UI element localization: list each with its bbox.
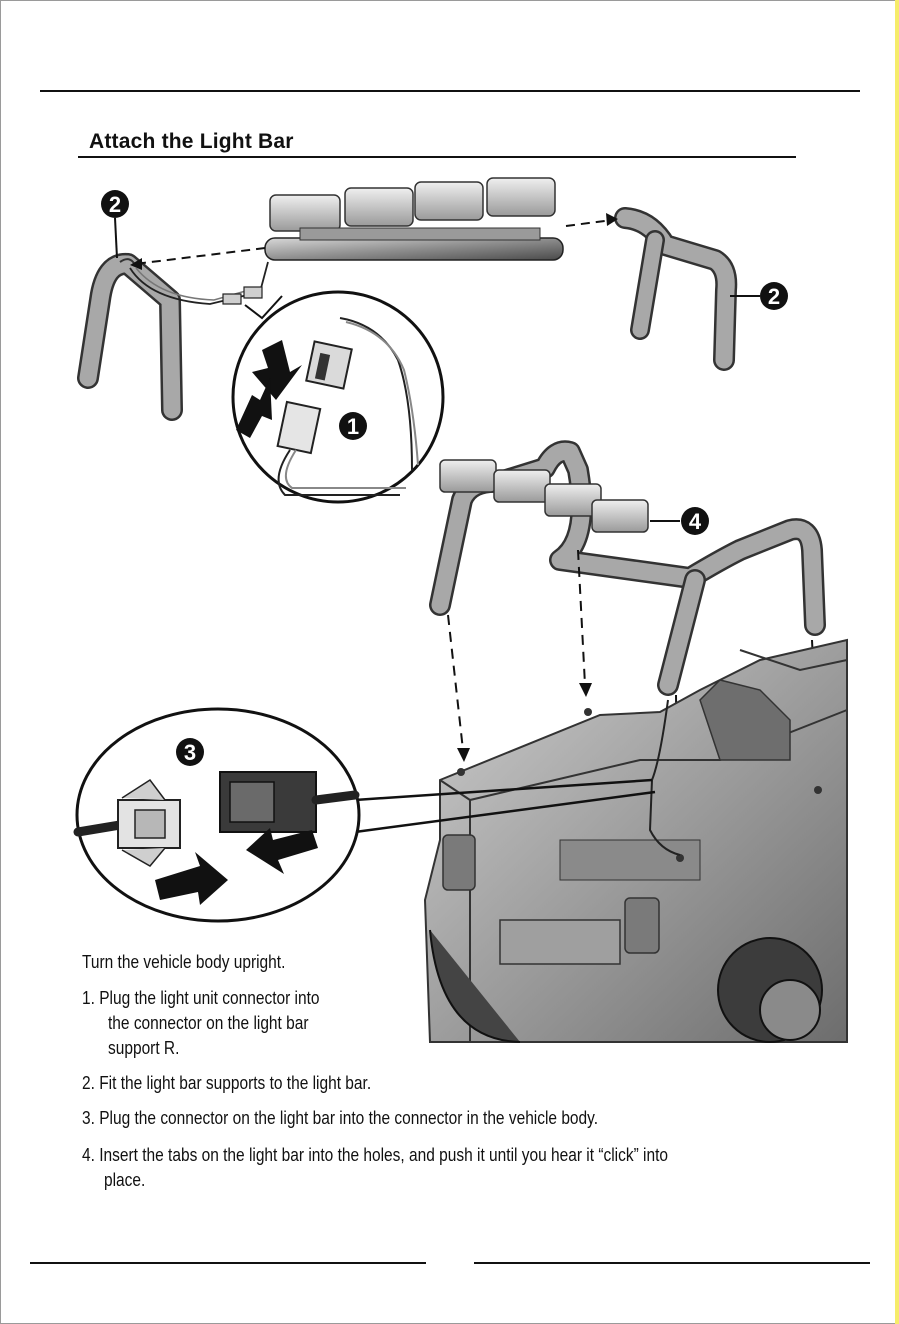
footer-rule-left — [30, 1262, 426, 1264]
instruction-step4-line1: 4. Insert the tabs on the light bar into… — [82, 1143, 668, 1167]
light-bar-support-right — [625, 218, 726, 360]
vehicle-body — [425, 640, 847, 1042]
svg-text:1: 1 — [347, 414, 359, 439]
light-bar-support-left — [88, 259, 172, 410]
svg-text:2: 2 — [109, 192, 121, 217]
callout-badge-3: 3 — [176, 738, 204, 766]
light-bar-lamps — [270, 178, 555, 240]
svg-text:2: 2 — [768, 284, 780, 309]
callout-badge-1: 1 — [339, 412, 367, 440]
svg-text:3: 3 — [184, 740, 196, 765]
callout-badge-2-left: 2 — [101, 190, 129, 258]
instruction-step4-line2: place. — [104, 1168, 145, 1192]
instruction-step2: 2. Fit the light bar supports to the lig… — [82, 1071, 371, 1095]
svg-text:4: 4 — [689, 509, 702, 534]
callout-badge-2-right: 2 — [730, 282, 788, 310]
instruction-step1-line3: support R. — [108, 1036, 179, 1060]
callout-badge-4: 4 — [650, 507, 709, 535]
footer-rule-right — [474, 1262, 870, 1264]
light-bar-unit — [265, 178, 563, 260]
detail-view-connector — [233, 292, 443, 502]
instruction-step1-line1: 1. Plug the light unit connector into — [82, 986, 320, 1010]
assembled-light-bar — [440, 451, 815, 685]
instruction-step1-line2: the connector on the light bar — [108, 1011, 309, 1035]
instruction-step3: 3. Plug the connector on the light bar i… — [82, 1106, 598, 1130]
instruction-intro: Turn the vehicle body upright. — [82, 950, 285, 974]
